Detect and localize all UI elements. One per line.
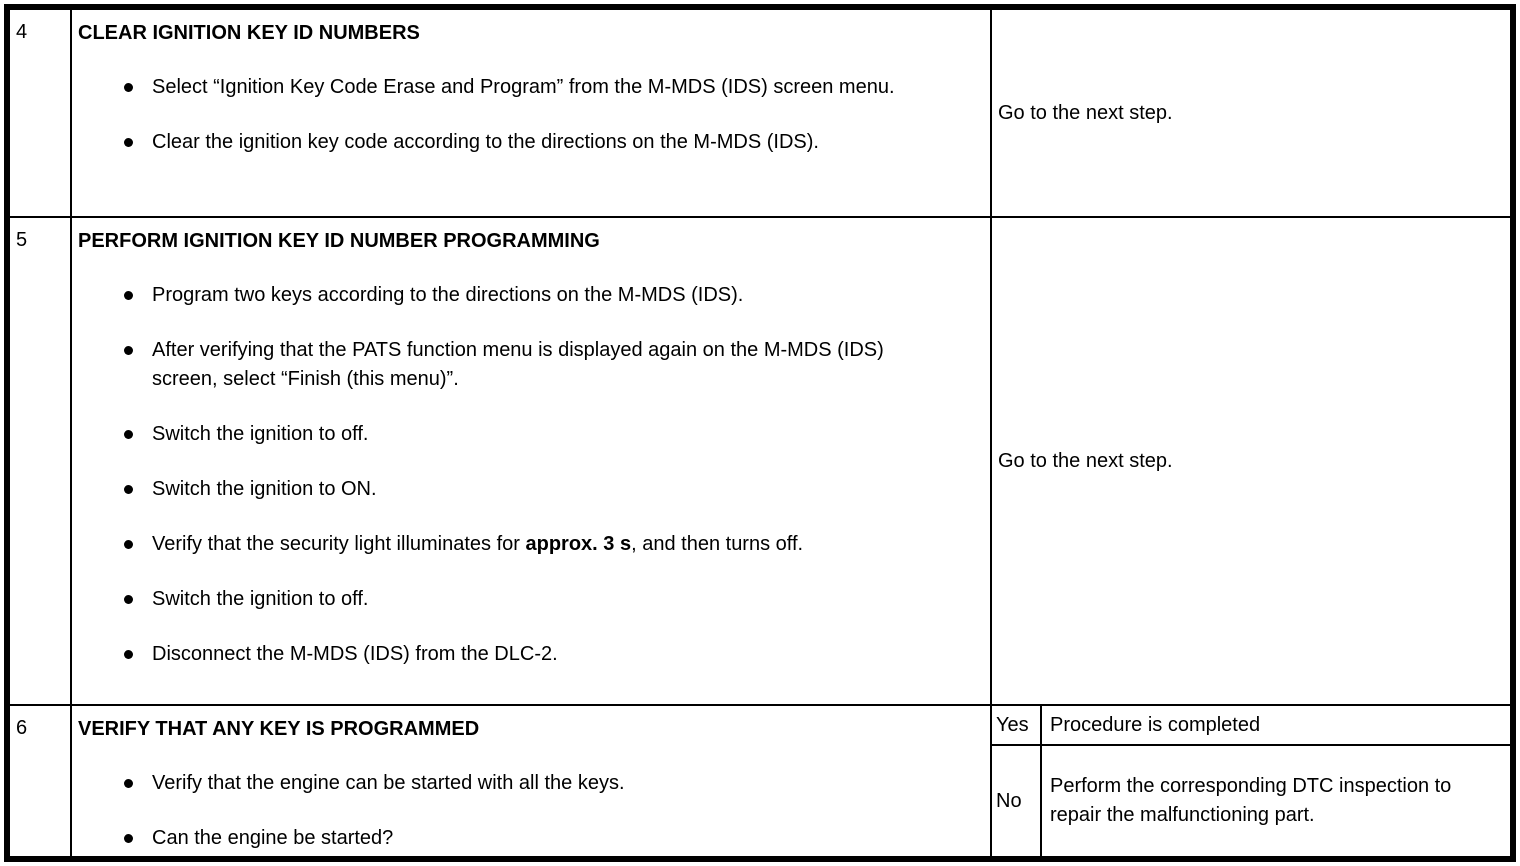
action-title: PERFORM IGNITION KEY ID NUMBER PROGRAMMI… (78, 230, 600, 252)
result-flag: Yes (992, 706, 1042, 744)
bullet-text-segment: Switch the ignition to ON. (152, 478, 377, 500)
bullet-icon (124, 291, 133, 300)
bullet-icon (124, 540, 133, 549)
action-bullet: Verify that the engine can be started wi… (124, 769, 942, 798)
bullet-text-segment: After verifying that the PATS function m… (152, 339, 884, 390)
result-row: Go to the next step. (992, 218, 1510, 704)
action-bullet: Select “Ignition Key Code Erase and Prog… (124, 73, 942, 102)
action-cell: PERFORM IGNITION KEY ID NUMBER PROGRAMMI… (72, 218, 992, 704)
bullet-text-segment: Verify that the engine can be started wi… (152, 772, 625, 794)
step-number-cell: 5 (10, 218, 72, 704)
step-number: 4 (16, 21, 28, 43)
bullet-text-segment: Clear the ignition key code according to… (152, 131, 819, 153)
bullet-text-segment: Switch the ignition to off. (152, 588, 369, 610)
result-flag: No (992, 746, 1042, 856)
bullet-icon (124, 430, 133, 439)
step-row: 6 VERIFY THAT ANY KEY IS PROGRAMMED Verify… (10, 704, 1510, 856)
action-bullet: Clear the ignition key code according to… (124, 128, 942, 157)
action-bullet: After verifying that the PATS function m… (124, 336, 942, 394)
bullet-text-segment: Switch the ignition to off. (152, 423, 369, 445)
step-number: 6 (16, 717, 28, 739)
bullet-text-segment: Program two keys according to the direct… (152, 284, 744, 306)
action-bullet: Can the engine be started? (124, 824, 942, 853)
bullet-text-segment: , and then turns off. (631, 533, 804, 555)
bullet-icon (124, 595, 133, 604)
action-bullet: Disconnect the M-MDS (IDS) from the DLC-… (124, 640, 942, 669)
troubleshooting-table: 4 CLEAR IGNITION KEY ID NUMBERS Select “Ig… (4, 4, 1516, 862)
bullet-text-segment: approx. 3 s (525, 533, 632, 555)
bullet-icon (124, 346, 133, 355)
step-number: 5 (16, 229, 28, 251)
action-title: CLEAR IGNITION KEY ID NUMBERS (78, 22, 420, 44)
result-row: Go to the next step. (992, 10, 1510, 216)
bullet-icon (124, 779, 133, 788)
result-row: Yes Procedure is completed (992, 706, 1510, 744)
action-bullet: Verify that the security light illuminat… (124, 530, 942, 559)
action-bullet: Switch the ignition to off. (124, 420, 942, 449)
result-text: Perform the corresponding DTC inspection… (1050, 775, 1452, 826)
step-number-cell: 4 (10, 10, 72, 216)
bullet-text-segment: Disconnect the M-MDS (IDS) from the DLC-… (152, 643, 558, 665)
bullet-icon (124, 138, 133, 147)
action-bullet-list: Verify that the engine can be started wi… (78, 769, 982, 853)
bullet-text-segment: Can the engine be started? (152, 827, 394, 849)
action-cell: VERIFY THAT ANY KEY IS PROGRAMMED Verify … (72, 706, 992, 856)
bullet-text-segment: Verify that the security light illuminat… (152, 533, 526, 555)
bullet-icon (124, 485, 133, 494)
action-cell: CLEAR IGNITION KEY ID NUMBERS Select “Ign… (72, 10, 992, 216)
action-bullet-list: Select “Ignition Key Code Erase and Prog… (78, 73, 982, 157)
action-bullet-list: Program two keys according to the direct… (78, 281, 982, 669)
action-bullet: Program two keys according to the direct… (124, 281, 942, 310)
action-bullet: Switch the ignition to off. (124, 585, 942, 614)
result-text: Go to the next step. (998, 101, 1173, 124)
bullet-icon (124, 83, 133, 92)
step-row: 5 PERFORM IGNITION KEY ID NUMBER PROGRAMM… (10, 216, 1510, 704)
result-text: Go to the next step. (998, 449, 1173, 472)
action-title: VERIFY THAT ANY KEY IS PROGRAMMED (78, 718, 480, 740)
action-bullet: Switch the ignition to ON. (124, 475, 942, 504)
step-row: 4 CLEAR IGNITION KEY ID NUMBERS Select “Ig… (10, 10, 1510, 216)
bullet-text-segment: Select “Ignition Key Code Erase and Prog… (152, 76, 895, 98)
step-number-cell: 6 (10, 706, 72, 856)
results-cell: Go to the next step. (992, 218, 1510, 704)
bullet-icon (124, 650, 133, 659)
result-text: Procedure is completed (1050, 713, 1261, 736)
bullet-icon (124, 834, 133, 843)
results-cell: Go to the next step. (992, 10, 1510, 216)
